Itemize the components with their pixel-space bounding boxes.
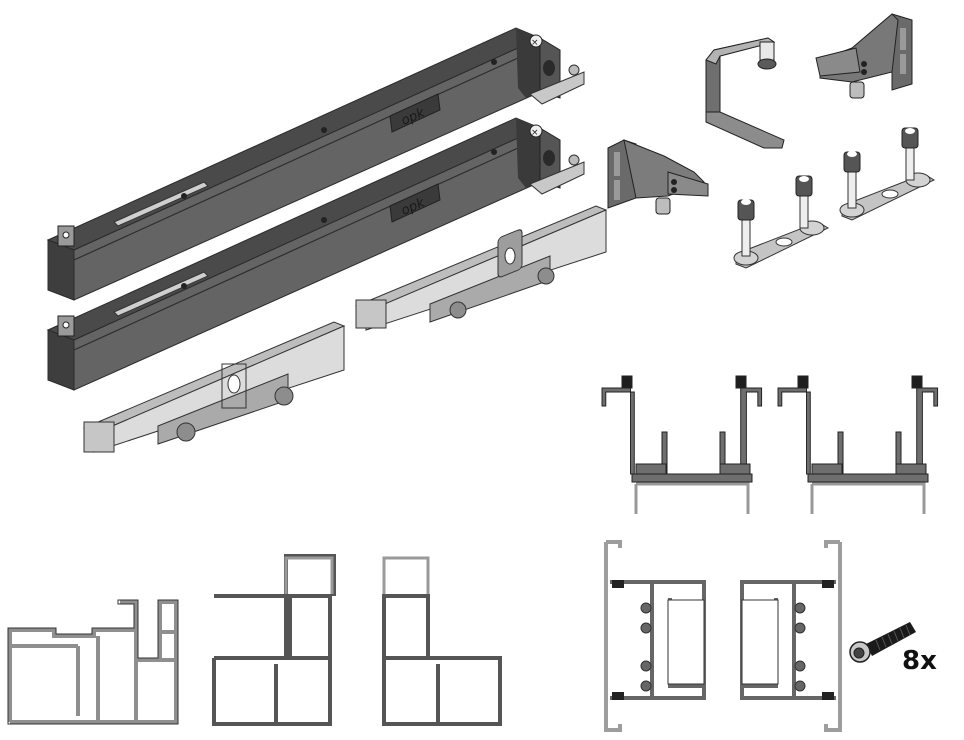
bolt-quantity-label: 8x [902,646,937,676]
damper-rail-2: × opk [44,117,585,398]
svg-text:×: × [531,38,539,48]
track-profile-2 [777,374,939,520]
frame-profile-dark-1 [210,554,336,730]
carriage-1 [350,196,610,336]
bracket-stop [812,12,924,99]
door-profile-left [600,538,716,734]
frame-profile-light [7,598,180,728]
angle-bracket [604,132,716,228]
guide-plate-2 [838,127,938,224]
svg-text:×: × [531,128,539,138]
c-bracket [704,36,794,154]
bolt-icon [848,620,918,666]
carriage-2 [78,312,348,462]
damper-rail-1: × opk [44,27,585,308]
frame-profile-dark-2 [380,554,504,730]
door-profile-right [734,538,850,734]
guide-plate-1 [732,175,832,272]
track-profile-1 [601,374,763,520]
